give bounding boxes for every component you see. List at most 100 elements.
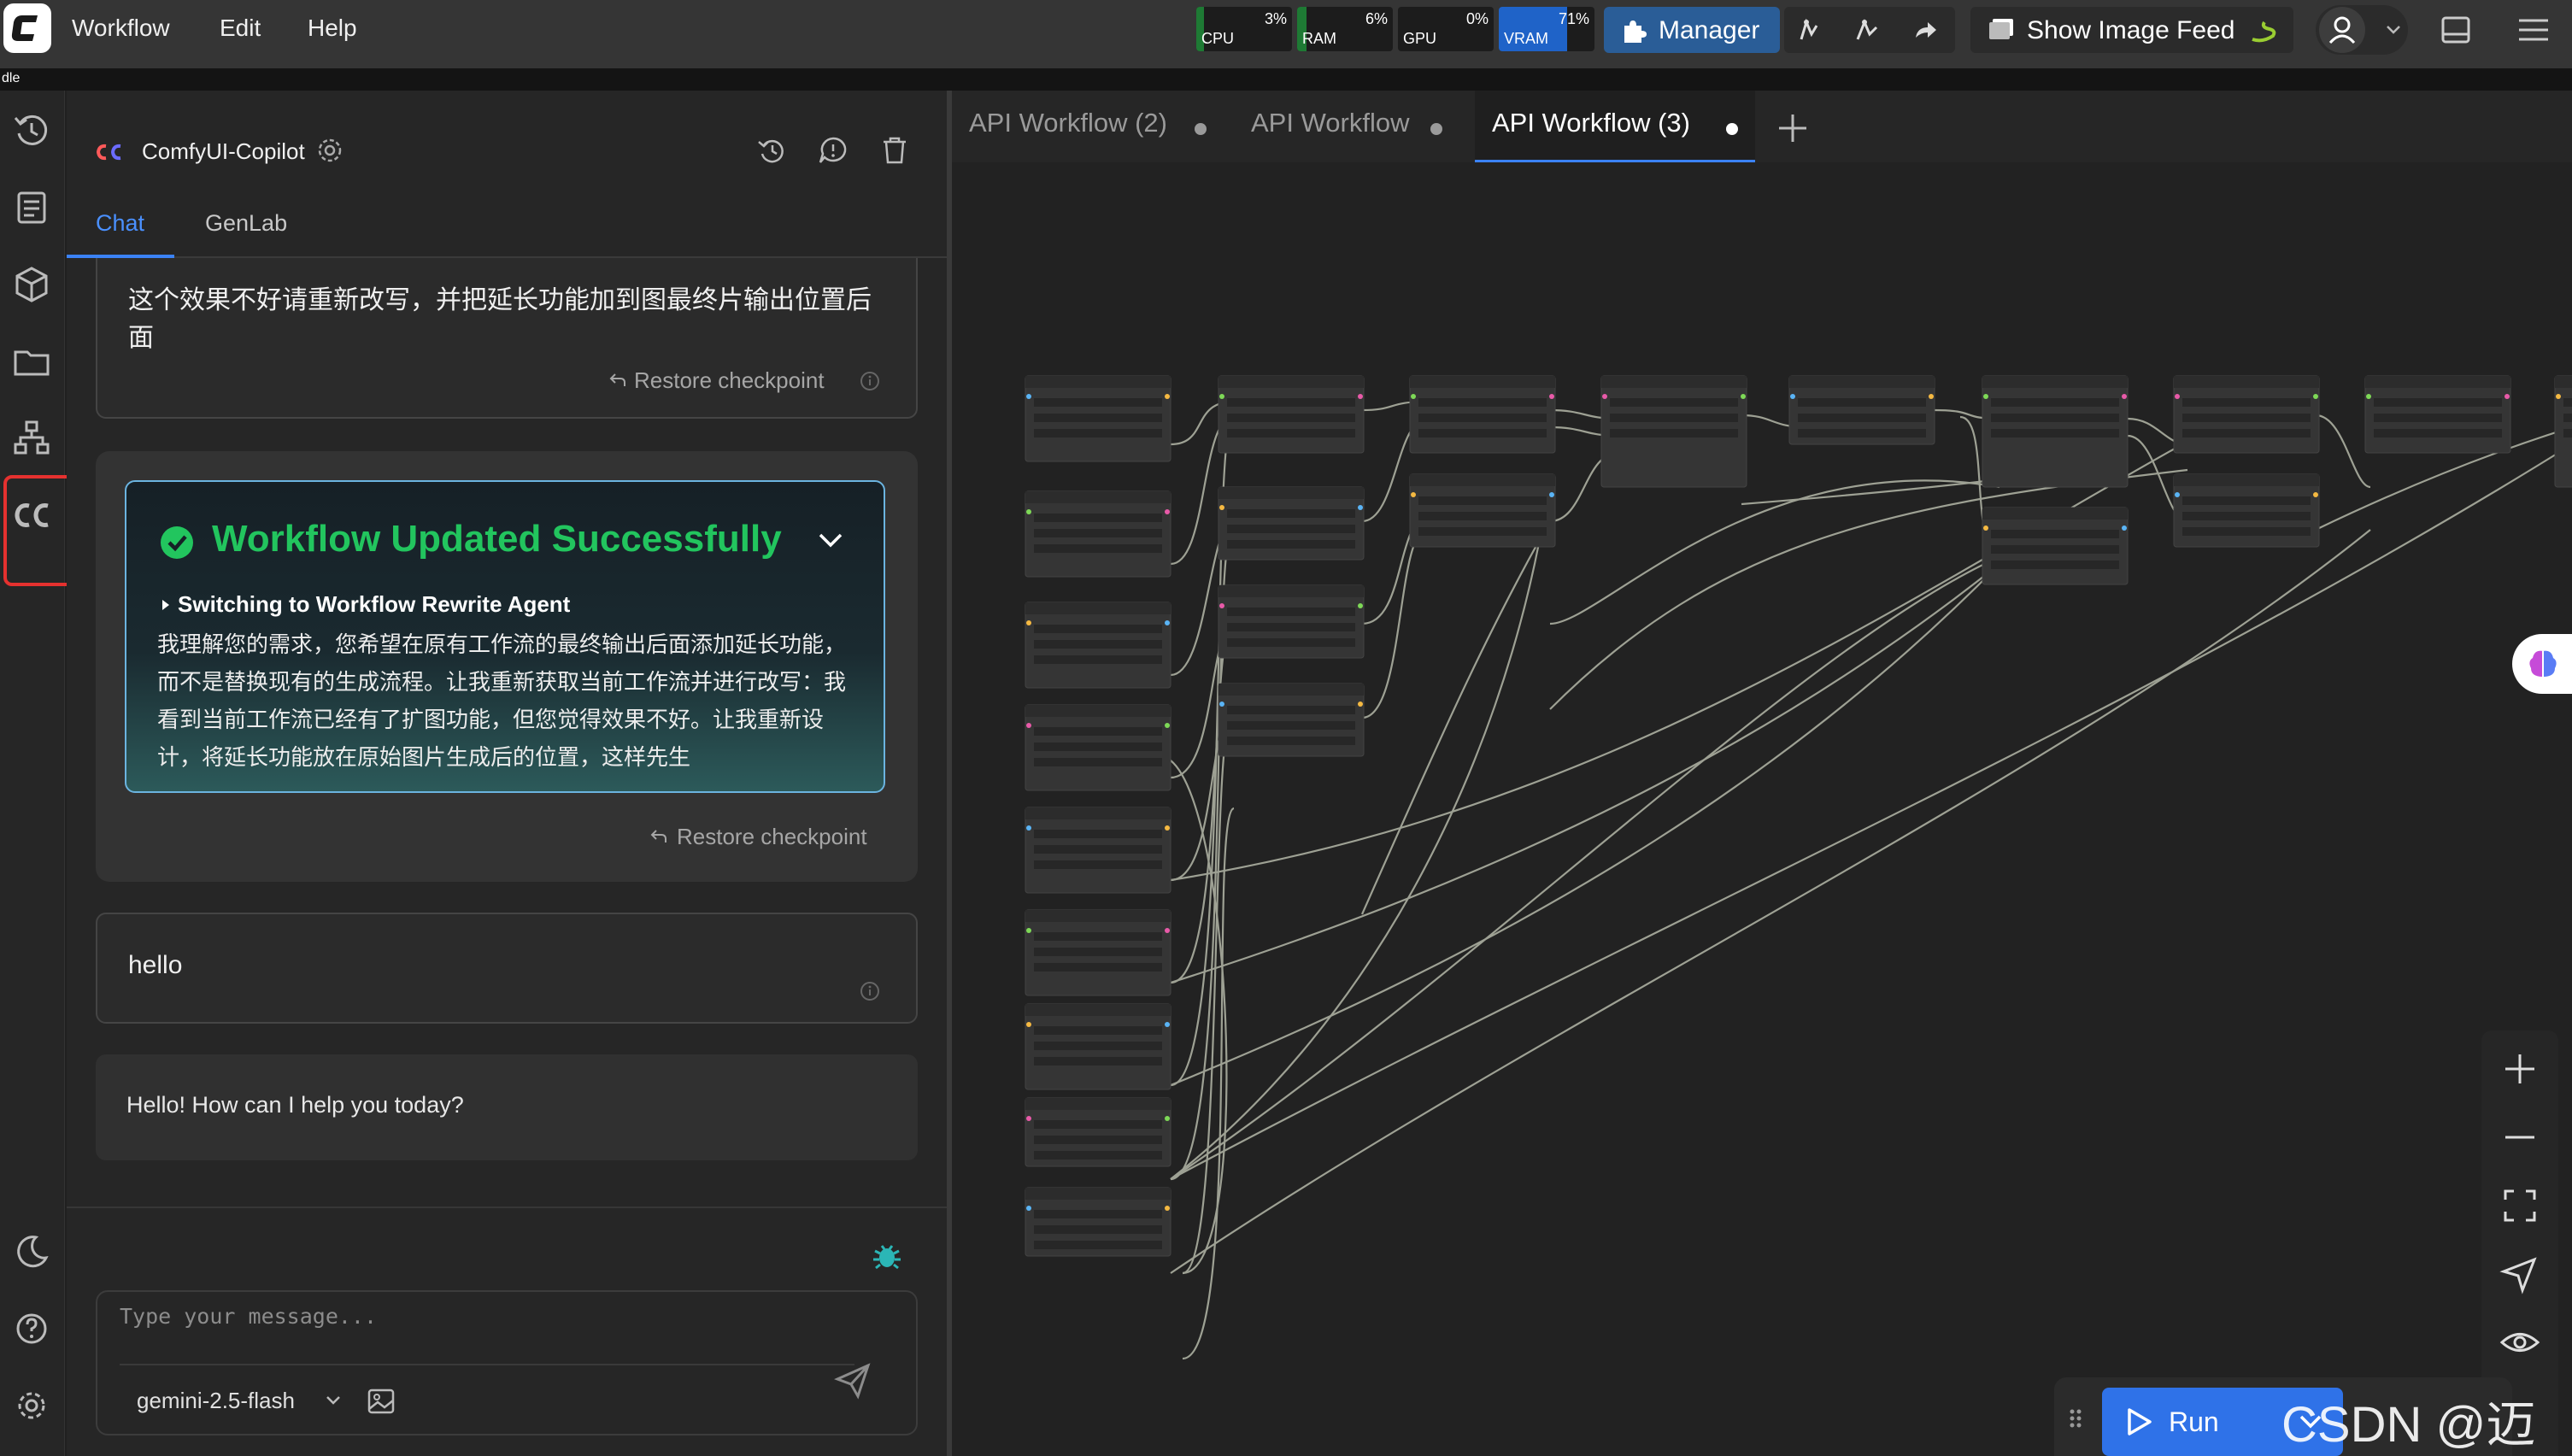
agent-switch-line[interactable]: Switching to Workflow Rewrite Agent — [178, 591, 571, 617]
avatar[interactable] — [2319, 7, 2365, 53]
info-icon[interactable] — [860, 371, 880, 391]
assistant-message-2: Hello! How can I help you today? — [96, 1054, 918, 1160]
model-cube-icon[interactable] — [10, 263, 53, 306]
queue-list-icon[interactable] — [10, 186, 53, 229]
send-icon[interactable] — [832, 1360, 873, 1401]
node-share-icon[interactable] — [1854, 17, 1880, 43]
vram-percent: 71% — [1558, 10, 1589, 27]
share-arrow-icon[interactable] — [1912, 19, 1938, 41]
graph-node[interactable] — [2364, 375, 2511, 454]
graph-node[interactable] — [1788, 375, 1935, 445]
graph-node[interactable] — [1982, 507, 2129, 585]
copilot-cc-icon[interactable] — [7, 494, 55, 537]
graph-node[interactable] — [1025, 1187, 1171, 1257]
restore-checkpoint-2[interactable]: Restore checkpoint — [677, 824, 867, 849]
workflow-tab-2[interactable]: API Workflow (2) — [952, 91, 1225, 162]
history-icon[interactable] — [10, 109, 53, 152]
chat-history-icon[interactable] — [755, 135, 788, 166]
play-icon — [2128, 1408, 2152, 1435]
moon-theme-icon[interactable] — [10, 1230, 53, 1273]
folder-icon[interactable] — [10, 340, 53, 383]
workflow-canvas[interactable]: API Workflow (2) API Workflow API Workfl… — [952, 91, 2572, 1456]
toolbar-icon-group — [1784, 7, 1955, 53]
graph-node[interactable] — [1218, 486, 1365, 561]
workflow-tab-3[interactable]: API Workflow (3) — [1475, 91, 1755, 162]
image-upload-icon[interactable] — [366, 1386, 396, 1417]
gear-icon[interactable] — [10, 1384, 53, 1427]
graph-node[interactable] — [1025, 490, 1171, 578]
snake-icon — [2252, 21, 2276, 43]
chevron-down-icon[interactable] — [2299, 1413, 2322, 1430]
node-library-icon[interactable] — [10, 417, 53, 460]
tab-genlab[interactable]: GenLab — [205, 210, 288, 236]
restore-checkpoint-1[interactable]: Restore checkpoint — [634, 367, 825, 393]
graph-node[interactable] — [1218, 584, 1365, 659]
debug-bug-icon[interactable] — [872, 1239, 902, 1271]
node-link-icon[interactable] — [1796, 17, 1822, 43]
chevron-down-icon[interactable] — [325, 1394, 342, 1406]
panel-resize-splitter[interactable] — [947, 91, 952, 1456]
image-feed-label: Show Image Feed — [2027, 16, 2235, 44]
tab-chat-underline — [67, 255, 174, 258]
graph-node[interactable] — [1025, 704, 1171, 791]
graph-node[interactable] — [1025, 909, 1171, 996]
model-selector[interactable]: gemini-2.5-flash — [137, 1388, 295, 1413]
cpu-meter: 3% CPU — [1196, 7, 1292, 51]
check-circle-icon — [161, 526, 193, 559]
chat-input-placeholder[interactable]: Type your message... — [120, 1304, 378, 1329]
image-feed-icon — [1989, 19, 2013, 39]
graph-node[interactable] — [2173, 375, 2320, 454]
success-title: Workflow Updated Successfully — [212, 518, 782, 560]
drag-handle-icon[interactable] — [2068, 1406, 2083, 1430]
graph-node[interactable] — [1025, 1003, 1171, 1090]
graph-node[interactable] — [2554, 375, 2572, 488]
feedback-icon[interactable] — [817, 135, 849, 166]
trash-icon[interactable] — [880, 135, 909, 166]
menu-workflow[interactable]: Workflow — [72, 15, 170, 41]
graph-node[interactable] — [1218, 375, 1365, 454]
graph-node[interactable] — [1409, 473, 1556, 548]
user-message-1-text: 这个效果不好请重新改写，并把延长功能加到图最终片输出位置后面 — [128, 286, 872, 352]
graph-node[interactable] — [1025, 1097, 1171, 1167]
workflow-tab-3-label: API Workflow (3) — [1492, 108, 1690, 138]
caret-right-icon[interactable] — [161, 598, 171, 612]
graph-node[interactable] — [2173, 473, 2320, 548]
graph-node[interactable] — [1025, 602, 1171, 689]
brain-icon — [2529, 650, 2557, 677]
user-message-1: 这个效果不好请重新改写，并把延长功能加到图最终片输出位置后面 Restore c… — [96, 258, 918, 419]
copilot-float-button[interactable] — [2512, 634, 2572, 694]
toggle-panel-icon[interactable] — [2440, 15, 2471, 44]
zoom-in-icon[interactable] — [2499, 1048, 2541, 1090]
add-tab-icon[interactable] — [1776, 111, 1810, 145]
menu-help[interactable]: Help — [308, 15, 357, 41]
hamburger-menu-icon[interactable] — [2517, 15, 2550, 44]
manager-button[interactable]: Manager — [1604, 7, 1780, 53]
graph-node[interactable] — [1982, 375, 2129, 488]
run-label: Run — [2169, 1406, 2219, 1437]
menu-edit[interactable]: Edit — [220, 15, 261, 41]
run-button[interactable]: Run — [2102, 1388, 2343, 1456]
graph-node[interactable] — [1025, 807, 1171, 894]
chat-input-box[interactable]: Type your message... gemini-2.5-flash — [96, 1290, 918, 1435]
workflow-tab-1[interactable]: API Workflow — [1234, 91, 1447, 162]
graph-node[interactable] — [1409, 375, 1556, 454]
fit-view-icon[interactable] — [2499, 1184, 2541, 1227]
panel-settings-icon[interactable] — [314, 135, 345, 166]
graph-node[interactable] — [1218, 683, 1365, 757]
comfyui-logo[interactable] — [3, 3, 51, 53]
zoom-out-icon[interactable] — [2499, 1116, 2541, 1159]
ram-label: RAM — [1302, 30, 1336, 47]
restore-arrow-icon — [609, 373, 625, 386]
info-icon[interactable] — [860, 981, 880, 1001]
gpu-label: GPU — [1403, 30, 1437, 47]
eye-icon[interactable] — [2499, 1321, 2541, 1364]
help-circle-icon[interactable] — [10, 1307, 53, 1350]
graph-node[interactable] — [1025, 375, 1171, 462]
graph-node[interactable] — [1600, 375, 1747, 488]
show-image-feed-button[interactable]: Show Image Feed — [1970, 7, 2293, 53]
chevron-down-icon[interactable] — [817, 531, 844, 550]
locate-navigate-icon[interactable] — [2499, 1253, 2541, 1295]
graph-links — [1170, 400, 2572, 1360]
node-graph[interactable] — [952, 162, 2572, 1456]
tab-chat[interactable]: Chat — [96, 210, 145, 236]
